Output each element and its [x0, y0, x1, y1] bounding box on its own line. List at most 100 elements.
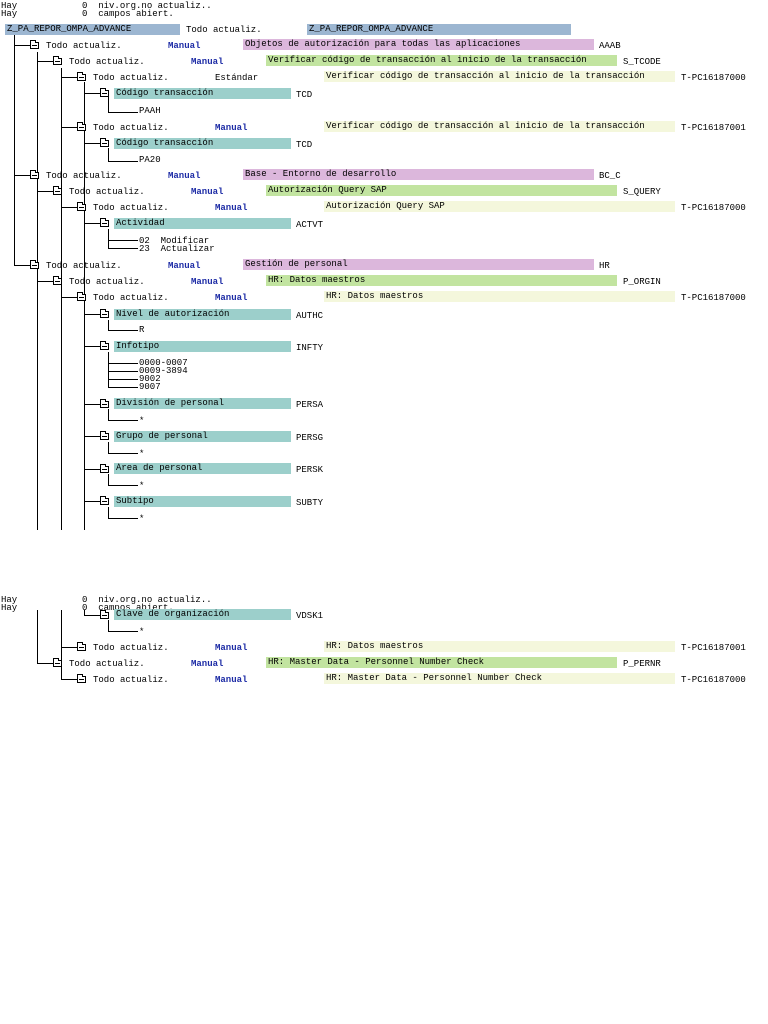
node-status: Todo actualiz. — [46, 171, 122, 181]
field-label[interactable]: Actividad — [114, 218, 291, 229]
folder-icon[interactable] — [53, 56, 62, 65]
node-text[interactable]: HR: Master Data - Personnel Number Check — [324, 673, 675, 684]
folder-icon[interactable] — [100, 610, 109, 619]
field-label[interactable]: Infotipo — [114, 341, 291, 352]
field-label[interactable]: Grupo de personal — [114, 431, 291, 442]
field-code: INFTY — [296, 343, 324, 353]
tree-line — [37, 52, 38, 530]
node-text[interactable]: Verificar código de transacción al inici… — [324, 71, 675, 82]
node-type: Manual — [168, 41, 201, 51]
field-label[interactable]: Código transacción — [114, 138, 291, 149]
node-type: Manual — [215, 675, 248, 685]
node-code: P_ORGIN — [623, 277, 661, 287]
node-text[interactable]: Objetos de autorización para todas las a… — [243, 39, 594, 50]
folder-icon[interactable] — [100, 464, 109, 473]
node-type: Manual — [191, 187, 224, 197]
node-status: Todo actualiz. — [93, 123, 169, 133]
folder-icon[interactable] — [77, 292, 86, 301]
folder-icon[interactable] — [77, 72, 86, 81]
header-line-1: Hay 0 niv.org.no actualiz.. — [1, 1, 212, 11]
folder-icon[interactable] — [100, 496, 109, 505]
node-status: Todo actualiz. — [93, 293, 169, 303]
field-code: ACTVT — [296, 220, 324, 230]
field-value: 0000-0007 — [139, 358, 188, 368]
folder-icon[interactable] — [100, 309, 109, 318]
node-code: P_PERNR — [623, 659, 661, 669]
folder-icon[interactable] — [77, 642, 86, 651]
folder-icon[interactable] — [77, 674, 86, 683]
node-type: Estándar — [215, 73, 259, 83]
field-value: R — [139, 325, 145, 335]
field-value: 0009-3894 — [139, 366, 188, 376]
field-code: AUTHC — [296, 311, 324, 321]
tree-line — [108, 97, 109, 113]
tree-line — [84, 82, 85, 530]
folder-icon[interactable] — [100, 341, 109, 350]
folder-icon[interactable] — [77, 122, 86, 131]
node-status: Todo actualiz. — [69, 187, 145, 197]
node-status: Todo actualiz. — [69, 277, 145, 287]
tree-line — [61, 68, 62, 530]
node-status: Todo actualiz. — [93, 203, 169, 213]
field-label[interactable]: Nivel de autorización — [114, 309, 291, 320]
header-line-1: Hay 0 niv.org.no actualiz.. — [1, 595, 212, 605]
node-type: Manual — [168, 261, 201, 271]
field-value: 9002 — [139, 374, 161, 384]
tree-line — [84, 610, 85, 615]
node-text[interactable]: HR: Master Data - Personnel Number Check — [266, 657, 617, 668]
node-text[interactable]: HR: Datos maestros — [324, 641, 675, 652]
node-text[interactable]: HR: Datos maestros — [266, 275, 617, 286]
field-value: * — [139, 416, 145, 426]
field-label[interactable]: Área de personal — [114, 463, 291, 474]
node-text[interactable]: Gestión de personal — [243, 259, 594, 270]
node-code: BC_C — [599, 171, 621, 181]
folder-icon[interactable] — [53, 186, 62, 195]
node-text[interactable]: HR: Datos maestros — [324, 291, 675, 302]
field-value: * — [139, 514, 145, 524]
folder-icon[interactable] — [100, 88, 109, 97]
tree-line — [37, 610, 38, 663]
field-code: VDSK1 — [296, 611, 324, 621]
folder-icon[interactable] — [100, 138, 109, 147]
folder-icon[interactable] — [53, 276, 62, 285]
node-code: T-PC16187001 — [681, 123, 746, 133]
field-value: PAAH — [139, 106, 161, 116]
field-label[interactable]: Clave de organización — [114, 609, 291, 620]
folder-icon[interactable] — [30, 40, 39, 49]
node-text[interactable]: Base - Entorno de desarrollo — [243, 169, 594, 180]
node-code: S_QUERY — [623, 187, 661, 197]
profile-name[interactable]: Z_PA_REPOR_OMPA_ADVANCE — [5, 24, 180, 35]
field-code: SUBTY — [296, 498, 324, 508]
field-value: * — [139, 627, 145, 637]
folder-icon[interactable] — [30, 170, 39, 179]
field-code: PERSK — [296, 465, 324, 475]
node-text[interactable]: Verificar código de transacción al inici… — [324, 121, 675, 132]
node-text[interactable]: Verificar código de transacción al inici… — [266, 55, 617, 66]
folder-icon[interactable] — [100, 431, 109, 440]
node-code: HR — [599, 261, 610, 271]
field-label[interactable]: Subtipo — [114, 496, 291, 507]
node-code: T-PC16187000 — [681, 73, 746, 83]
node-type: Manual — [215, 123, 248, 133]
node-text[interactable]: Autorización Query SAP — [324, 201, 675, 212]
node-status: Todo actualiz. — [93, 643, 169, 653]
field-value: 02 Modificar — [139, 236, 210, 246]
tree-line — [108, 148, 109, 162]
field-code: TCD — [296, 140, 313, 150]
folder-icon[interactable] — [100, 399, 109, 408]
field-label[interactable]: Código transacción — [114, 88, 291, 99]
node-code: T-PC16187000 — [681, 203, 746, 213]
folder-icon[interactable] — [30, 260, 39, 269]
folder-icon[interactable] — [53, 658, 62, 667]
folder-icon[interactable] — [100, 218, 109, 227]
node-type: Manual — [191, 277, 224, 287]
folder-icon[interactable] — [77, 202, 86, 211]
field-label[interactable]: División de personal — [114, 398, 291, 409]
tree-line — [61, 610, 62, 679]
profile-status: Todo actualiz. — [186, 25, 262, 35]
field-code: TCD — [296, 90, 313, 100]
node-code: T-PC16187000 — [681, 675, 746, 685]
field-code: PERSG — [296, 433, 324, 443]
node-text[interactable]: Autorización Query SAP — [266, 185, 617, 196]
node-type: Manual — [215, 293, 248, 303]
